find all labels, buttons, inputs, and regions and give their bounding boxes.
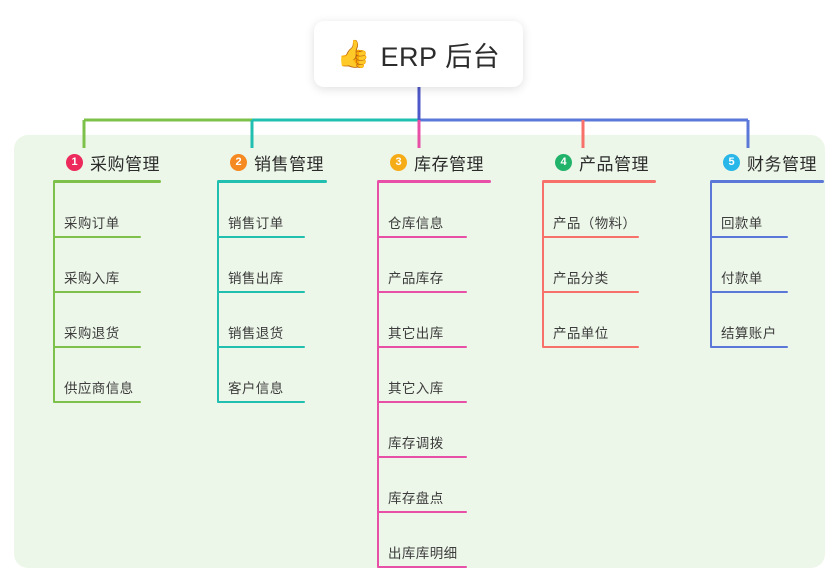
leaf-label: 付款单	[721, 271, 763, 286]
leaf-item[interactable]: 其它入库	[364, 348, 496, 403]
branch-underline	[53, 180, 161, 183]
branch-column-3: 3 库存管理仓库信息产品库存其它出库其它入库库存调拨库存盘点出库库明细	[364, 145, 496, 568]
leaf-item[interactable]: 出库库明细	[364, 513, 496, 568]
branch-number-badge: 3	[390, 153, 407, 171]
branch-spine	[217, 182, 219, 402]
branch-underline	[217, 180, 327, 183]
leaf-label: 供应商信息	[64, 381, 134, 396]
leaf-item[interactable]: 销售退货	[204, 293, 336, 348]
branch-header-5[interactable]: 5 财务管理	[697, 145, 823, 179]
branch-column-1: 1 采购管理采购订单采购入库采购退货供应商信息	[40, 145, 172, 403]
leaf-item[interactable]: 产品（物料）	[529, 183, 661, 238]
leaf-item[interactable]: 销售出库	[204, 238, 336, 293]
leaf-item[interactable]: 采购入库	[40, 238, 172, 293]
leaf-label: 库存盘点	[388, 491, 444, 506]
leaf-label: 回款单	[721, 216, 763, 231]
leaf-label: 结算账户	[721, 326, 777, 341]
leaf-item[interactable]: 供应商信息	[40, 348, 172, 403]
leaf-item[interactable]: 销售订单	[204, 183, 336, 238]
leaf-underline	[377, 346, 467, 348]
branch-header-2[interactable]: 2 销售管理	[204, 145, 336, 179]
leaf-label: 销售出库	[228, 271, 284, 286]
branch-number-badge: 5	[723, 153, 740, 171]
leaf-label: 销售订单	[228, 216, 284, 231]
leaf-item[interactable]: 采购退货	[40, 293, 172, 348]
leaf-item[interactable]: 库存调拨	[364, 403, 496, 458]
leaf-label: 采购退货	[64, 326, 120, 341]
branch-title: 销售管理	[254, 154, 324, 174]
leaf-item[interactable]: 产品分类	[529, 238, 661, 293]
leaf-item[interactable]: 产品单位	[529, 293, 661, 348]
leaf-underline	[377, 456, 467, 458]
leaf-underline	[377, 291, 467, 293]
leaf-label: 其它出库	[388, 326, 444, 341]
leaf-label: 采购订单	[64, 216, 120, 231]
leaf-label: 产品库存	[388, 271, 444, 286]
branch-spine	[710, 182, 712, 347]
branch-title: 产品管理	[579, 154, 649, 174]
branch-underline	[542, 180, 656, 183]
leaf-underline	[710, 346, 788, 348]
root-title: ERP 后台	[380, 41, 501, 72]
leaf-underline	[710, 291, 788, 293]
leaf-underline	[53, 236, 141, 238]
branch-column-2: 2 销售管理销售订单销售出库销售退货客户信息	[204, 145, 336, 403]
leaf-underline	[53, 291, 141, 293]
leaf-label: 其它入库	[388, 381, 444, 396]
branch-spine	[377, 182, 379, 567]
leaf-underline	[217, 401, 305, 403]
leaf-item[interactable]: 库存盘点	[364, 458, 496, 513]
branches-panel	[14, 135, 825, 568]
branch-spine	[53, 182, 55, 402]
leaf-label: 产品单位	[553, 326, 609, 341]
leaf-label: 产品分类	[553, 271, 609, 286]
leaf-underline	[377, 236, 467, 238]
branch-header-4[interactable]: 4 产品管理	[529, 145, 661, 179]
leaf-label: 客户信息	[228, 381, 284, 396]
leaf-underline	[217, 236, 305, 238]
branch-title: 财务管理	[747, 154, 817, 174]
leaf-item[interactable]: 产品库存	[364, 238, 496, 293]
leaf-item[interactable]: 付款单	[697, 238, 823, 293]
leaf-label: 库存调拨	[388, 436, 444, 451]
branch-title: 采购管理	[90, 154, 160, 174]
branch-column-4: 4 产品管理产品（物料） 产品分类产品单位	[529, 145, 661, 348]
leaf-label: 出库库明细	[388, 546, 458, 561]
branch-column-5: 5 财务管理回款单付款单结算账户	[697, 145, 824, 348]
branch-header-3[interactable]: 3 库存管理	[364, 145, 496, 179]
branch-number-badge: 4	[555, 153, 572, 171]
leaf-label: 仓库信息	[388, 216, 444, 231]
leaf-item[interactable]: 采购订单	[40, 183, 172, 238]
branch-spine	[542, 182, 544, 347]
leaf-underline	[53, 346, 141, 348]
leaf-underline	[377, 401, 467, 403]
leaf-underline	[217, 291, 305, 293]
branch-underline	[377, 180, 491, 183]
leaf-label: 销售退货	[228, 326, 284, 341]
root-node[interactable]: 👍 ERP 后台	[314, 21, 523, 87]
leaf-item[interactable]: 客户信息	[204, 348, 336, 403]
leaf-underline	[217, 346, 305, 348]
branch-number-badge: 1	[66, 153, 83, 171]
leaf-item[interactable]: 仓库信息	[364, 183, 496, 238]
leaf-item[interactable]: 其它出库	[364, 293, 496, 348]
leaf-underline	[377, 566, 467, 568]
leaf-underline	[542, 291, 639, 293]
leaf-label: 产品（物料）	[553, 216, 637, 231]
branch-number-badge: 2	[230, 153, 247, 171]
leaf-underline	[542, 346, 639, 348]
branch-underline	[710, 180, 824, 183]
thumbs-up-icon: 👍	[336, 38, 371, 69]
branch-header-1[interactable]: 1 采购管理	[40, 145, 172, 179]
leaf-underline	[53, 401, 141, 403]
leaf-label: 采购入库	[64, 271, 120, 286]
leaf-underline	[710, 236, 788, 238]
branch-title: 库存管理	[414, 154, 484, 174]
leaf-underline	[542, 236, 639, 238]
leaf-underline	[377, 511, 467, 513]
leaf-item[interactable]: 回款单	[697, 183, 823, 238]
leaf-item[interactable]: 结算账户	[697, 293, 823, 348]
